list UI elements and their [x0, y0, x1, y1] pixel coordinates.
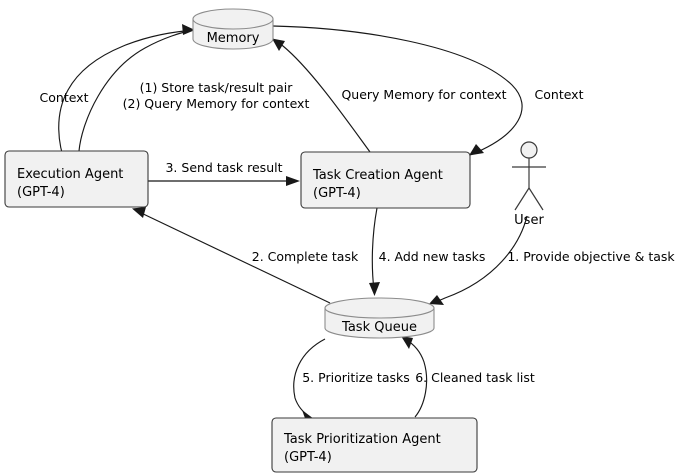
node-task-queue[interactable]: Task Queue	[324, 297, 435, 339]
edge-user-to-task-queue	[429, 215, 528, 305]
node-execution-agent[interactable]: Execution Agent (GPT-4)	[4, 150, 149, 208]
arrowhead-memory-to-taskcreation	[469, 144, 484, 156]
arrowhead-taskcreation-to-taskqueue	[369, 282, 380, 296]
edge-prioritization-agent-to-task-queue	[401, 336, 428, 418]
edge-label-add-new-tasks: 4. Add new tasks	[379, 249, 486, 264]
edge-memory-to-task-creation-agent	[272, 25, 523, 156]
edge-label-provide-objective-task: 1. Provide objective & task	[507, 249, 675, 264]
node-task-creation-agent[interactable]: Task Creation Agent (GPT-4)	[300, 151, 471, 209]
execution-agent-label-line1: Execution Agent	[17, 167, 123, 182]
edge-task-creation-agent-to-task-queue	[369, 207, 380, 296]
arrowhead-execution-to-taskcreation	[286, 176, 300, 186]
task-prioritization-agent-label-line2: (GPT-4)	[284, 450, 332, 465]
execution-agent-label-line2: (GPT-4)	[17, 185, 65, 200]
edge-task-creation-agent-to-memory	[272, 38, 371, 153]
execution-agent-box	[4, 150, 149, 208]
edge-execution-agent-to-task-creation-agent	[148, 176, 300, 186]
memory-cylinder-top	[192, 8, 274, 30]
edge-path-taskqueue-to-execution	[136, 210, 331, 304]
task-queue-label: Task Queue	[341, 320, 417, 335]
edge-path-prioritization-to-taskqueue	[404, 338, 428, 418]
node-task-prioritization-agent[interactable]: Task Prioritization Agent (GPT-4)	[271, 417, 478, 473]
arrowhead-taskqueue-to-execution	[132, 207, 146, 218]
edge-label-store-task-result-pair: (1) Store task/result pair	[140, 80, 294, 95]
edge-label-send-task-result: 3. Send task result	[165, 160, 282, 175]
edge-execution-agent-to-memory	[78, 24, 195, 152]
arrowhead-user-to-taskqueue	[429, 295, 444, 305]
task-creation-agent-label-line2: (GPT-4)	[313, 186, 361, 201]
task-prioritization-agent-box	[271, 417, 478, 473]
edge-label-query-memory-for-context-execution: (2) Query Memory for context	[123, 96, 310, 111]
edge-label-query-memory-for-context-creation: Query Memory for context	[341, 87, 506, 102]
task-prioritization-agent-label-line1: Task Prioritization Agent	[283, 432, 441, 447]
memory-label: Memory	[207, 31, 260, 46]
arrowhead-taskcreation-to-memory	[272, 38, 285, 51]
task-queue-cylinder-top	[324, 297, 435, 319]
edge-label-complete-task: 2. Complete task	[252, 249, 359, 264]
edge-path-execution-to-memory	[78, 29, 195, 152]
edge-path-taskcreation-to-taskqueue	[371, 207, 378, 291]
edge-task-queue-to-execution-agent	[132, 207, 331, 304]
task-creation-agent-label-line1: Task Creation Agent	[312, 168, 443, 183]
edge-label-context-execution: Context	[40, 90, 89, 105]
node-memory[interactable]: Memory	[192, 8, 274, 50]
user-label: User	[514, 213, 544, 228]
edge-path-memory-to-taskcreation	[272, 25, 523, 156]
edge-path-memory-to-execution	[58, 29, 197, 166]
edge-label-context-creation: Context	[535, 87, 584, 102]
node-user-actor[interactable]: User	[512, 141, 546, 228]
user-legs-icon	[514, 187, 544, 211]
edge-label-prioritize-tasks: 5. Prioritize tasks	[302, 370, 410, 385]
arrowhead-prioritization-to-taskqueue	[401, 336, 413, 349]
arrowhead-execution-to-memory	[182, 24, 195, 35]
user-head-icon	[520, 141, 538, 159]
task-creation-agent-box	[300, 151, 471, 209]
edge-label-cleaned-task-list: 6. Cleaned task list	[415, 370, 535, 385]
